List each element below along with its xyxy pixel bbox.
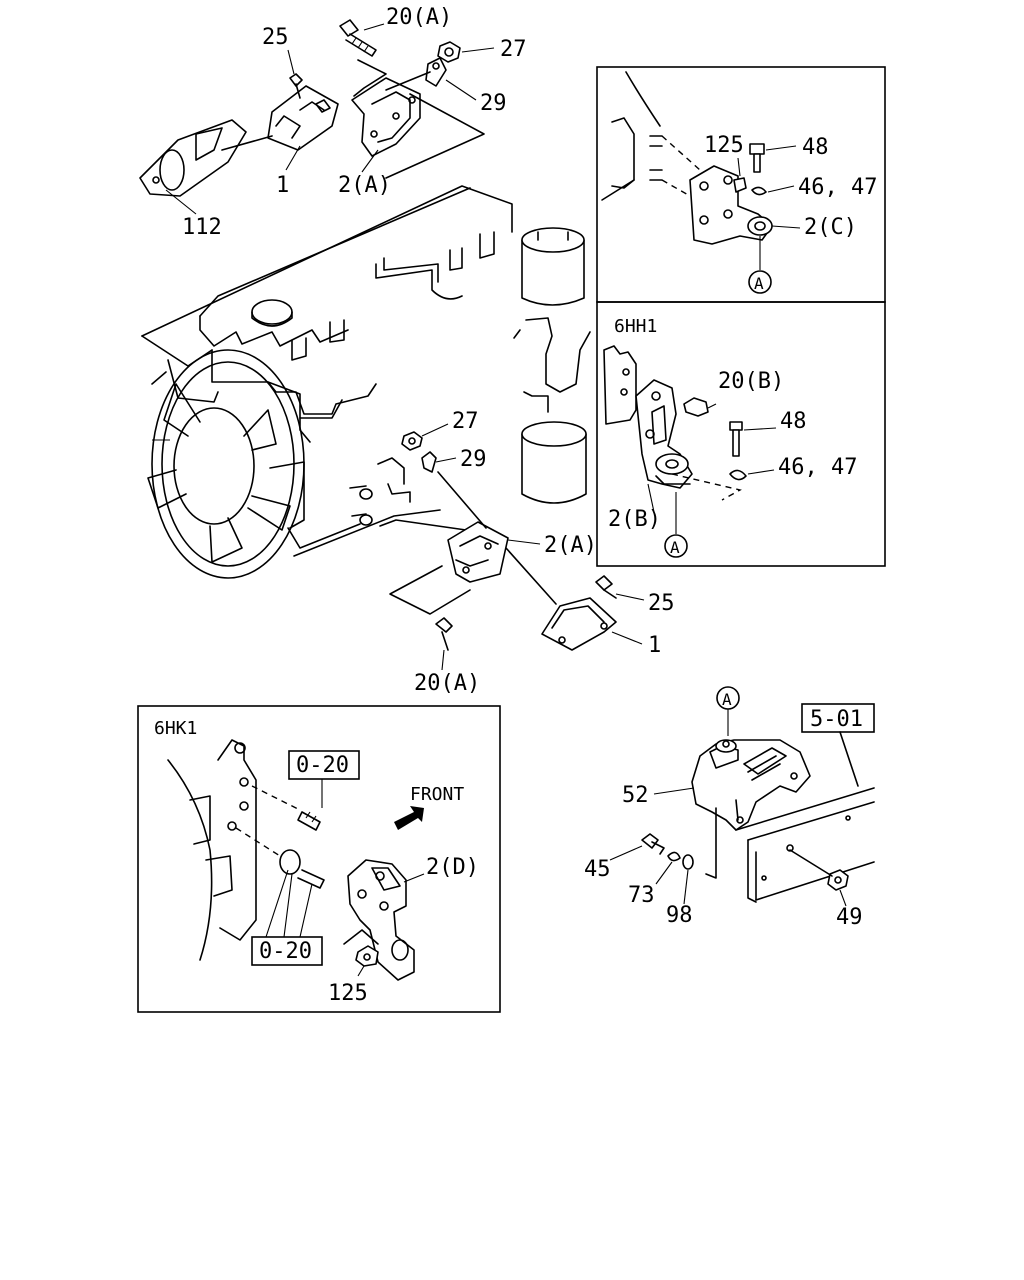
callout-20a-top: 20(A): [386, 5, 452, 30]
inset-2c-callout-125: 125: [704, 133, 744, 158]
inset-6hh1-panel: [596, 301, 886, 567]
inset-6hh1-callout-46-47: 46, 47: [778, 455, 857, 480]
inset-6hk1-ref-bottom: 0-20: [259, 939, 312, 964]
inset-6hk1-ref-top: 0-20: [296, 753, 349, 778]
engine-assembly: [141, 185, 591, 579]
rear-mount-callout-45: 45: [584, 857, 611, 882]
inset-6hh1-marker-a: A: [670, 538, 680, 557]
rear-mount-callout-49: 49: [836, 905, 863, 930]
callout-27-top: 27: [500, 37, 527, 62]
callout-2a-top: 2(A): [338, 173, 391, 198]
inset-2c-marker-a: A: [754, 274, 764, 293]
inset-2c-callout-48: 48: [802, 135, 829, 160]
callout-112: 112: [182, 215, 222, 240]
callout-20a-bot: 20(A): [414, 671, 480, 696]
top-bracket-group: [139, 19, 495, 215]
inset-6hh1-title: 6HH1: [614, 316, 657, 337]
inset-6hk1-callout-2d: 2(D): [426, 855, 479, 880]
rear-mount-callout-98: 98: [666, 903, 693, 928]
callout-25-top: 25: [262, 25, 289, 50]
inset-6hk1-front-label: FRONT: [410, 784, 464, 805]
inset-6hh1-callout-20b: 20(B): [718, 369, 784, 394]
callout-27-mid: 27: [452, 409, 479, 434]
callout-1-top: 1: [276, 173, 289, 198]
inset-6hk1-title: 6HK1: [154, 718, 197, 739]
rear-mount-callout-73: 73: [628, 883, 655, 908]
rear-mount-callout-52: 52: [622, 783, 649, 808]
callout-29-top: 29: [480, 91, 507, 116]
callout-29-mid: 29: [460, 447, 487, 472]
inset-6hh1-callout-48: 48: [780, 409, 807, 434]
inset-2c-callout-46-47: 46, 47: [798, 175, 877, 200]
inset-6hk1-panel: [137, 705, 501, 1013]
inset-2c-callout-2c: 2(C): [804, 215, 857, 240]
rear-mount-marker-a: A: [722, 690, 732, 709]
inset-2c-panel: [596, 66, 886, 303]
callout-2a-mid: 2(A): [544, 533, 597, 558]
inset-6hh1-callout-2b: 2(B): [608, 507, 661, 532]
front-mount-group: [389, 423, 645, 671]
rear-mount-group: [609, 686, 875, 907]
inset-6hk1-callout-125: 125: [328, 981, 368, 1006]
rear-mount-ref-5-01: 5-01: [810, 707, 863, 732]
callout-1-mid: 1: [648, 633, 661, 658]
callout-25-mid: 25: [648, 591, 675, 616]
